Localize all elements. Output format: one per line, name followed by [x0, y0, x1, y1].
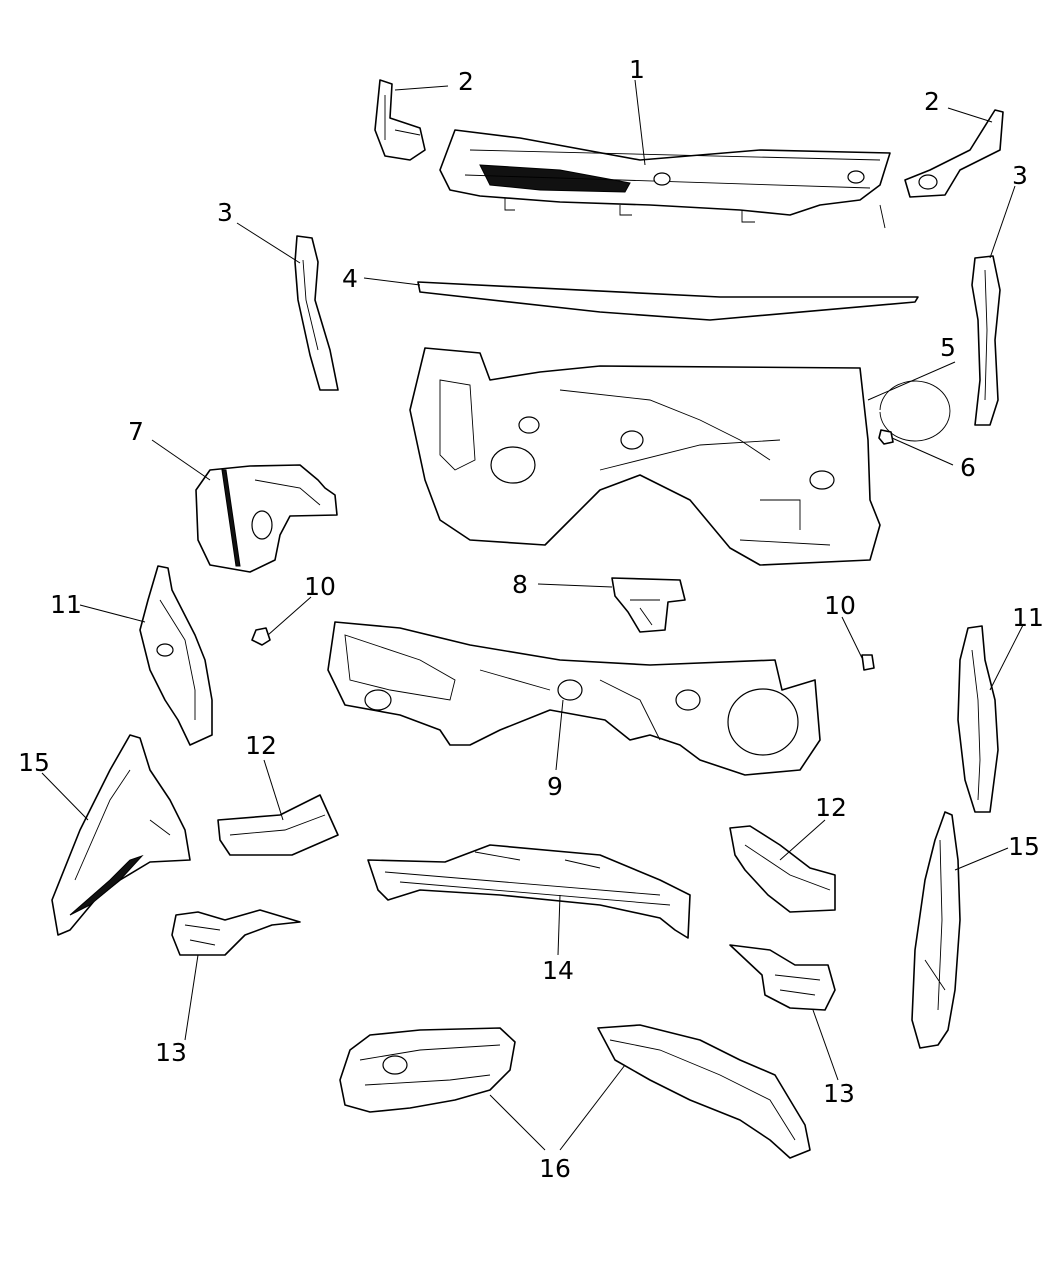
part-15-panel-right	[911, 811, 961, 1049]
part-12-duct-left	[217, 794, 339, 856]
part-11-shield-right	[957, 625, 999, 813]
part-14-cross-member	[367, 844, 691, 939]
callout-8: 8	[512, 570, 528, 599]
callout-11-left: 11	[50, 590, 82, 619]
callout-13-right: 13	[823, 1079, 855, 1108]
callout-1: 1	[629, 55, 645, 84]
callout-16: 16	[539, 1154, 571, 1183]
part-10-clip-right	[861, 654, 875, 671]
part-3-drain-left	[294, 235, 339, 391]
part-5-dash-silencer	[409, 347, 951, 566]
part-2-bracket-left	[374, 79, 426, 161]
callout-12-left: 12	[245, 731, 277, 760]
part-13-bracket-right	[729, 944, 836, 1011]
part-1-cowl-panel	[439, 129, 891, 229]
callout-15-right: 15	[1008, 832, 1040, 861]
part-12-duct-right	[729, 825, 836, 913]
callout-15-left: 15	[18, 748, 50, 777]
part-16-silencer-left	[339, 1027, 516, 1113]
callout-7: 7	[128, 417, 144, 446]
part-15-panel-left	[51, 734, 191, 936]
callout-10-left: 10	[304, 572, 336, 601]
callout-4: 4	[342, 264, 358, 293]
callout-3-left: 3	[217, 198, 233, 227]
callout-3-right: 3	[1012, 161, 1028, 190]
part-6-push-pin	[878, 429, 894, 445]
part-9-dash-insulator	[327, 621, 821, 776]
part-13-bracket-left	[171, 909, 301, 956]
callout-labels: 1 2 2 3 3 4 5 6 7 8 9 10 10 11 11 12 12 …	[18, 55, 1044, 1183]
part-8-bracket	[611, 577, 686, 633]
callout-12-right: 12	[815, 793, 847, 822]
part-7-duct	[195, 464, 338, 573]
callout-2-right: 2	[924, 87, 940, 116]
callout-11-right: 11	[1012, 603, 1044, 632]
leader-lines	[41, 79, 1024, 1151]
callout-13-left: 13	[155, 1038, 187, 1067]
callout-10-right: 10	[824, 591, 856, 620]
callout-2-left: 2	[458, 67, 474, 96]
part-16-silencer-right	[597, 1024, 811, 1159]
part-3-drain-right	[971, 255, 1001, 426]
callout-14: 14	[542, 956, 574, 985]
part-10-clip-left	[251, 627, 271, 646]
part-4-seal-strip	[417, 281, 919, 321]
callout-6: 6	[960, 453, 976, 482]
callout-9: 9	[547, 772, 563, 801]
part-2-bracket-right	[904, 109, 1004, 198]
part-11-shield-left	[139, 565, 213, 746]
callout-5: 5	[940, 333, 956, 362]
